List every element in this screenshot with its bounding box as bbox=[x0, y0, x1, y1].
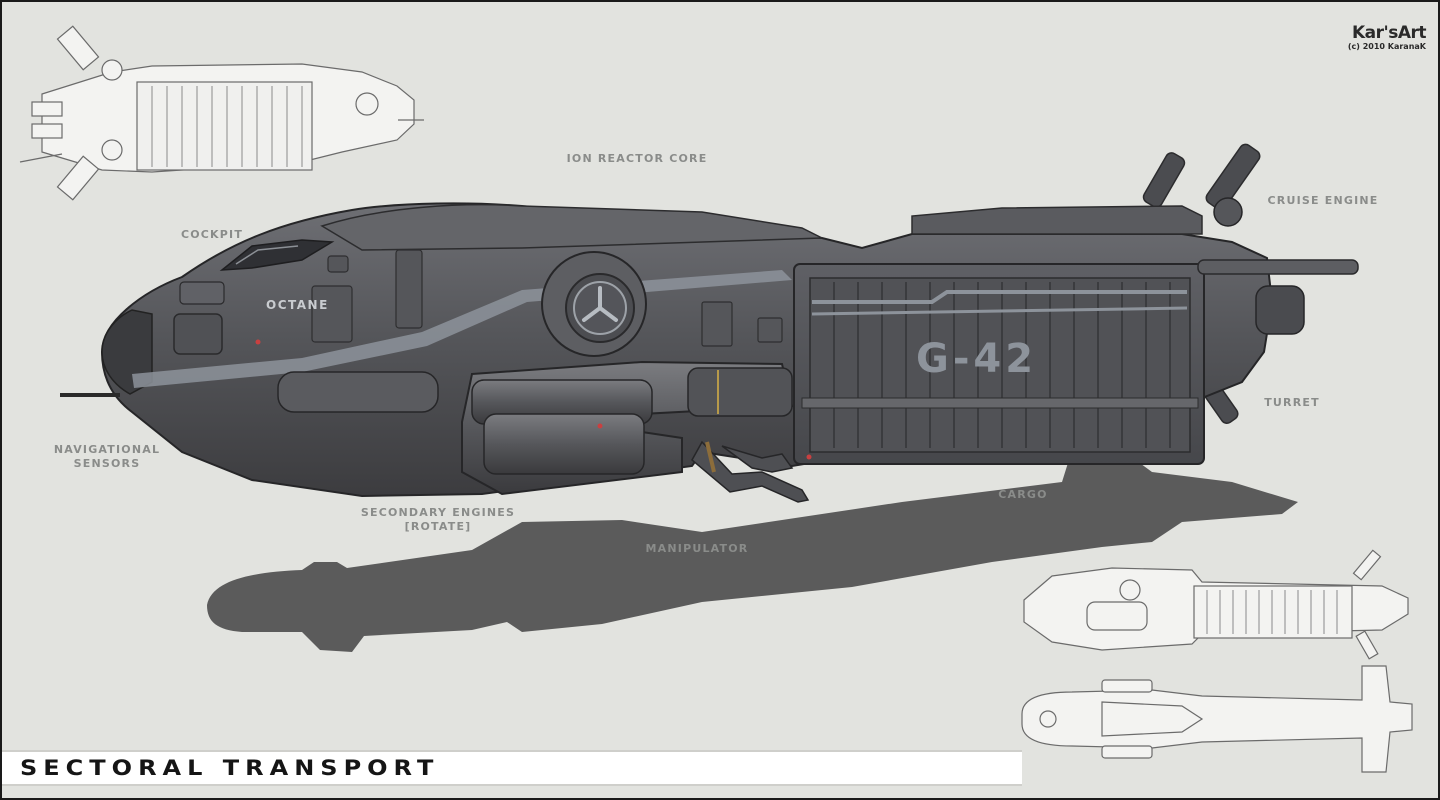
ground-shadow bbox=[207, 450, 1298, 652]
schematic-side-view-small bbox=[19, 25, 424, 201]
label-manipulator: MANIPULATOR bbox=[645, 542, 749, 555]
label-cockpit: COCKPIT bbox=[180, 228, 244, 241]
cargo-code-text: G-42 bbox=[916, 336, 1037, 382]
artist-watermark: Kar'sArt (c) 2010 KaranaK bbox=[1347, 23, 1427, 51]
label-secondary-engines-line1: SECONDARY ENGINES bbox=[360, 506, 516, 519]
hull-name-text: OCTANE bbox=[266, 298, 329, 312]
page-title: SECTORAL TRANSPORT bbox=[20, 755, 440, 781]
label-secondary-engines-line2: [ROTATE] bbox=[404, 520, 472, 533]
label-cruise-engine: CRUISE ENGINE bbox=[1267, 194, 1379, 207]
label-ion-reactor-core: ION REACTOR CORE bbox=[566, 152, 708, 165]
label-cargo: CARGO bbox=[998, 488, 1048, 501]
label-navigational-sensors-line1: NAVIGATIONAL bbox=[53, 443, 161, 456]
label-navigational-sensors: NAVIGATIONAL SENSORS bbox=[42, 443, 172, 471]
main-ship: OCTANE G-42 bbox=[60, 143, 1359, 503]
schematic-side-view-right bbox=[1023, 549, 1409, 660]
schematic-top-view bbox=[1021, 665, 1413, 773]
title-bar: SECTORAL TRANSPORT bbox=[2, 750, 1022, 786]
watermark-copyright: (c) 2010 KaranaK bbox=[1347, 42, 1426, 51]
label-secondary-engines: SECONDARY ENGINES [ROTATE] bbox=[358, 506, 518, 534]
label-navigational-sensors-line2: SENSORS bbox=[73, 457, 141, 470]
watermark-name: Kar'sArt bbox=[1351, 23, 1427, 43]
label-turret: TURRET bbox=[1264, 396, 1320, 409]
